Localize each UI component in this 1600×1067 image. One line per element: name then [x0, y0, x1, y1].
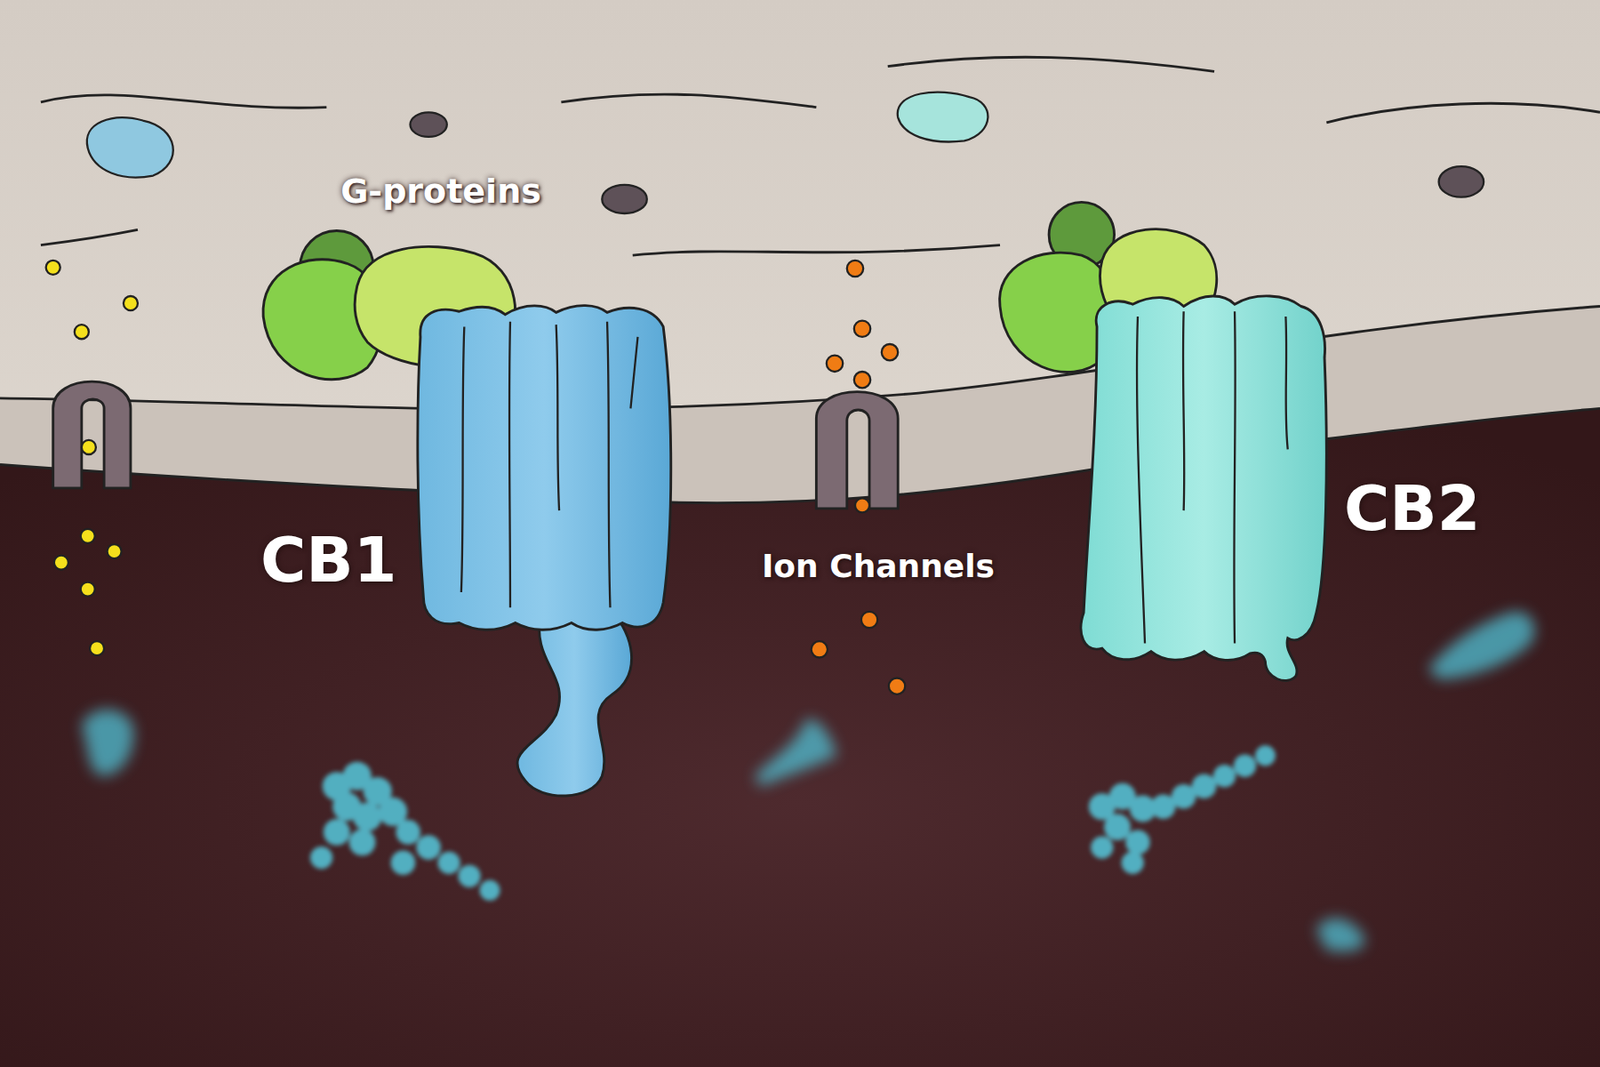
structure-label: Ion Channels	[761, 550, 995, 583]
structure-label: CB1	[260, 528, 397, 592]
structure-label: CB2	[1344, 477, 1480, 540]
structure-label: G-proteins	[340, 174, 542, 208]
